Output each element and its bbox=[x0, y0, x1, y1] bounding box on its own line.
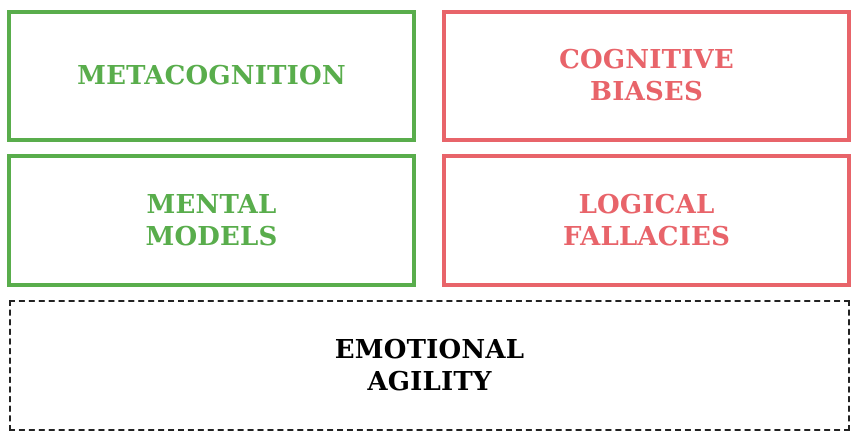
metacognition-label-line-1: METACOGNITION bbox=[77, 61, 346, 91]
emotional-agility-box: EMOTIONAL AGILITY bbox=[9, 300, 850, 431]
emotional-agility-label-line-2: AGILITY bbox=[367, 366, 492, 397]
logical-fallacies-label-line-2: FALLACIES bbox=[562, 221, 731, 252]
metacognition-label: METACOGNITION bbox=[77, 60, 346, 92]
mental-models-box: MENTAL MODELS bbox=[7, 154, 416, 287]
emotional-agility-label: EMOTIONAL AGILITY bbox=[335, 334, 524, 398]
metacognition-box: METACOGNITION bbox=[7, 10, 416, 142]
cognitive-biases-label-line-2: BIASES bbox=[590, 77, 703, 107]
mental-models-label-line-1: MENTAL bbox=[146, 189, 277, 220]
mental-models-label-line-2: MODELS bbox=[145, 221, 278, 252]
logical-fallacies-label: LOGICAL FALLACIES bbox=[563, 189, 730, 253]
logical-fallacies-label-line-1: LOGICAL bbox=[578, 189, 715, 220]
cognitive-biases-label-line-1: COGNITIVE bbox=[559, 45, 734, 75]
cognitive-biases-label: COGNITIVE BIASES bbox=[559, 44, 734, 108]
emotional-agility-label-line-1: EMOTIONAL bbox=[334, 334, 525, 365]
logical-fallacies-box: LOGICAL FALLACIES bbox=[442, 154, 851, 287]
cognitive-biases-box: COGNITIVE BIASES bbox=[442, 10, 851, 142]
mental-models-label: MENTAL MODELS bbox=[145, 189, 277, 253]
